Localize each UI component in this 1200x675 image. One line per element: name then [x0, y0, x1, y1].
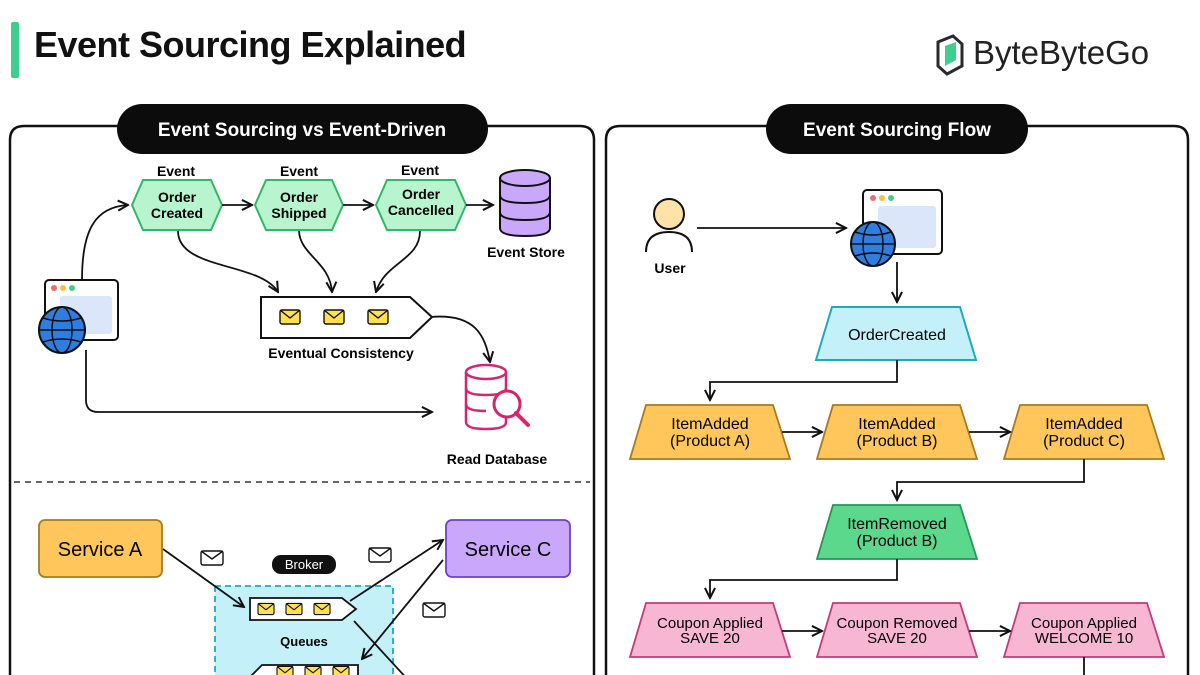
event-tag: Event [157, 163, 195, 179]
flow-arrows-row1 [782, 432, 1085, 500]
coupon-label-line1: Coupon Removed [837, 615, 958, 632]
coupon-label-line1: Coupon Applied [657, 615, 763, 632]
eventual-consistency-label: Eventual Consistency [268, 345, 414, 361]
left-panel-title: Event Sourcing vs Event-Driven [158, 120, 446, 141]
broker-arrows [162, 540, 443, 675]
event-store-database-icon [499, 169, 551, 238]
event-to-queue-arrows [177, 230, 490, 362]
event-order-shipped: Event Order Shipped [253, 163, 345, 231]
coupon-label-line2: SAVE 20 [680, 630, 740, 647]
event-label-line1: Order [280, 189, 319, 205]
item-added-product-c: ItemAdded (Product C) [1002, 404, 1166, 460]
right-panel: Event Sourcing Flow [604, 104, 1190, 675]
user-avatar-icon [645, 198, 693, 253]
right-panel-title: Event Sourcing Flow [803, 120, 991, 141]
right-panel-title-pill [766, 104, 1028, 154]
order-created-label: OrderCreated [848, 327, 946, 344]
envelope-icon [200, 550, 224, 566]
coupon-removed-save20: Coupon Removed SAVE 20 [815, 602, 979, 658]
event-label-line1: Order [402, 186, 441, 202]
coupon-label-line2: SAVE 20 [867, 630, 927, 647]
coupon-label-line1: Coupon Applied [1031, 615, 1137, 632]
queue-top [249, 597, 358, 621]
event-label-line2: Shipped [271, 205, 326, 221]
queues-label: Queues [280, 634, 328, 649]
page-title: Event Sourcing Explained [34, 24, 467, 65]
service-c-box: Service C [445, 519, 571, 578]
browser-arrows [81, 205, 432, 412]
event-tag: Event [280, 163, 318, 179]
item-label-line1: ItemAdded [671, 416, 748, 433]
event-order-created: Event Order Created [130, 163, 224, 231]
envelope-icon [279, 309, 301, 325]
coupon-applied-welcome10: Coupon Applied WELCOME 10 [1002, 602, 1166, 658]
service-c-label: Service C [465, 539, 552, 561]
left-panel-title-pill [117, 104, 488, 154]
event-label-line2: Created [151, 205, 203, 221]
read-database-search-icon [464, 363, 530, 431]
item-removed-label-line1: ItemRemoved [847, 516, 947, 533]
queue-bottom [250, 664, 359, 675]
event-store-label: Event Store [487, 244, 565, 260]
item-removed-product-b: ItemRemoved (Product B) [815, 504, 979, 560]
envelope-icon [323, 309, 345, 325]
item-added-product-a: ItemAdded (Product A) [628, 404, 792, 460]
event-label-line1: Order [158, 189, 197, 205]
broker-pill [272, 555, 336, 574]
envelope-icon [422, 602, 446, 618]
coupon-applied-save20: Coupon Applied SAVE 20 [628, 602, 792, 658]
item-label-line2: (Product B) [857, 433, 938, 450]
read-database-label: Read Database [447, 451, 548, 467]
globe-icon [850, 221, 896, 267]
item-label-line1: ItemAdded [858, 416, 935, 433]
event-tag: Event [401, 162, 439, 178]
order-created-event: OrderCreated [814, 306, 978, 361]
user-label: User [654, 260, 686, 276]
globe-icon [38, 306, 86, 354]
item-label-line1: ItemAdded [1045, 416, 1122, 433]
event-label-line2: Cancelled [388, 202, 454, 218]
event-order-cancelled: Event Order Cancelled [374, 162, 468, 231]
left-panel: Event Sourcing vs Event-Driven [8, 104, 596, 675]
flow-arrow [710, 360, 898, 400]
service-a-label: Service A [58, 539, 143, 561]
flow-arrow [710, 559, 898, 598]
envelope-icon [367, 309, 389, 325]
envelope-icon [368, 547, 392, 563]
item-label-line2: (Product C) [1043, 433, 1125, 450]
bytebytego-logo-icon [936, 34, 964, 76]
item-label-line2: (Product A) [670, 433, 750, 450]
broker-label: Broker [285, 557, 324, 572]
item-removed-label-line2: (Product B) [857, 533, 938, 550]
title-accent-bar [11, 22, 19, 78]
eventual-consistency-queue [260, 296, 434, 339]
brand-name: ByteByteGo [973, 34, 1150, 71]
flow-arrows-row3 [782, 631, 1085, 675]
item-added-product-b: ItemAdded (Product B) [815, 404, 979, 460]
service-a-box: Service A [38, 519, 163, 578]
coupon-label-line2: WELCOME 10 [1035, 630, 1133, 647]
